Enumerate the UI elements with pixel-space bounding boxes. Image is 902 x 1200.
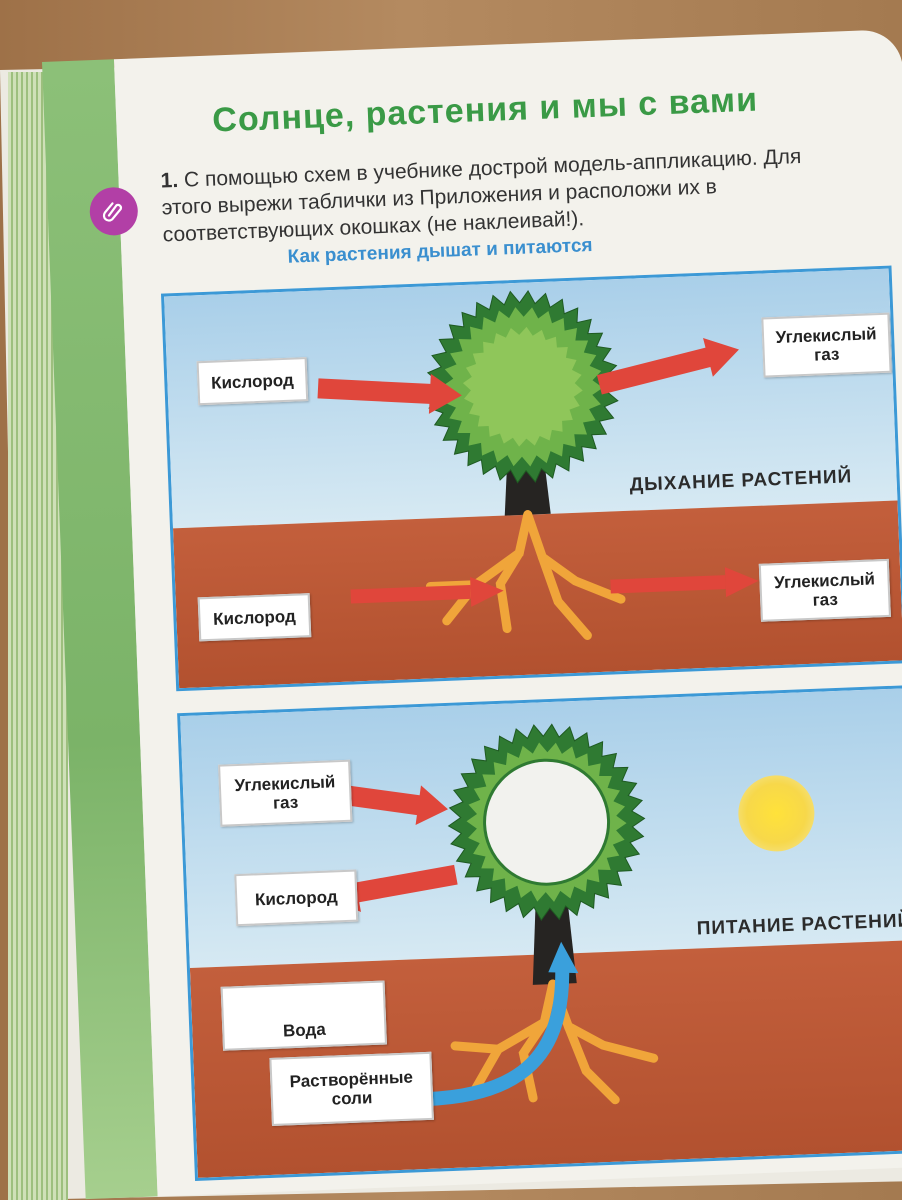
label-oxygen-sky: Кислород [234, 869, 359, 927]
label-oxygen-soil: Кислород [197, 593, 312, 642]
co2-out-arrow [596, 337, 739, 395]
workbook-page: Солнце, растения и мы с вами 1. С помощь… [42, 28, 902, 1200]
feeding-diagram: Углекислый газ Кислород ПИТАНИЕ РАСТЕНИЙ… [177, 685, 902, 1181]
label-co2-soil: Углекислый газ [758, 558, 891, 622]
paperclip-icon [88, 186, 139, 237]
breathing-illustration [317, 289, 759, 640]
task-number: 1. [160, 168, 179, 193]
oxygen-in-arrow [317, 373, 462, 414]
label-co2-sky: Углекислый газ [761, 312, 892, 378]
soil-co2-arrow [610, 567, 759, 598]
tree-roots [425, 510, 626, 640]
label-oxygen-sky: Кислород [196, 357, 309, 406]
label-dissolved-salts: Растворённые соли [269, 1051, 434, 1126]
water-salts-arrow [426, 941, 579, 1106]
label-water: Вода [220, 980, 387, 1051]
label-co2-sky: Углекислый газ [218, 759, 353, 827]
breathing-diagram: Кислород Углекислый газ ДЫХАНИЕ РАСТЕНИЙ… [160, 265, 902, 692]
tree-crown [447, 723, 646, 921]
oxygen-out-arrow [327, 864, 458, 913]
feeding-illustration [317, 723, 659, 1106]
tree-crown [425, 289, 620, 484]
soil-oxygen-arrow [350, 576, 504, 607]
